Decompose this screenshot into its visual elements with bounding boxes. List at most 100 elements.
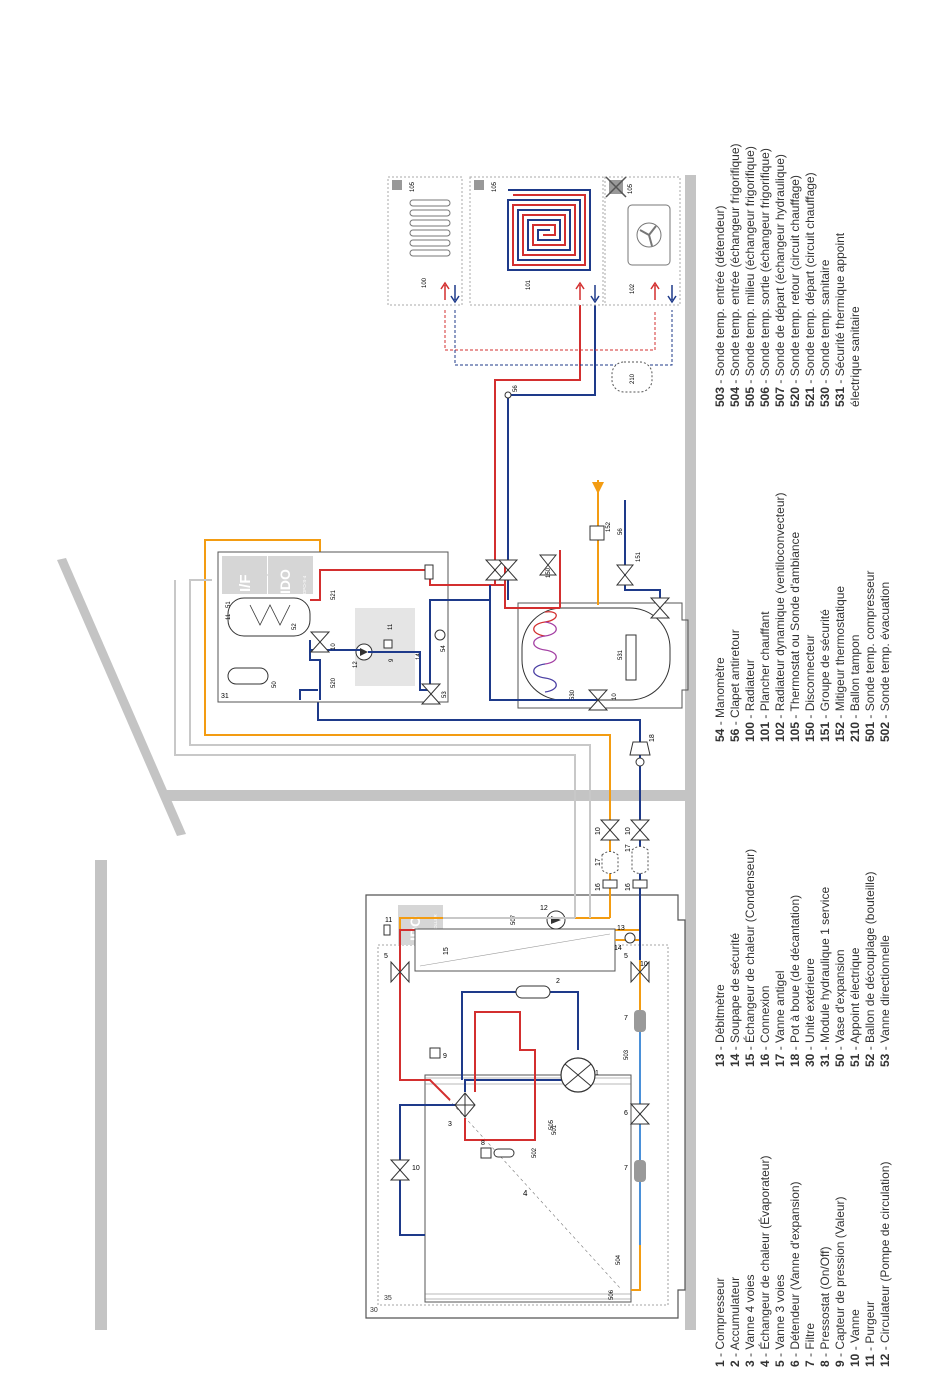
- fancoil-flow-dashed: [580, 310, 656, 351]
- filter-bottom: [634, 1160, 646, 1182]
- tag-53: 53: [442, 691, 448, 698]
- thermostat-icon-radiator: [392, 180, 402, 190]
- tag-12-outdoor: 12: [540, 905, 548, 912]
- expansion-vessel: [227, 667, 269, 685]
- indoor-module: 31 I/F IDO DPO-S-4 52 51 11 50 12 9 14 1…: [217, 551, 506, 705]
- dhw-tank: 531 530 10 152 56 150 151: [489, 480, 689, 711]
- legend-item: 506 - Sonde temp. sortie (échangeur frig…: [758, 148, 772, 407]
- pressure-sensor-indoor: [383, 639, 393, 649]
- floor-heating-room: 101 105: [469, 176, 604, 306]
- three-way-valve-left: [390, 960, 410, 984]
- connection-valves: [599, 819, 651, 889]
- tag-7-bottom: 7: [624, 1165, 628, 1172]
- evaporator: [424, 1074, 632, 1303]
- radiator-icon: [409, 199, 451, 257]
- legend-item: 101 - Plancher chauffant: [758, 611, 772, 742]
- tag-507: 507: [511, 914, 517, 925]
- tag-9-indoor: 9: [389, 658, 395, 662]
- legend-item: 11 - Purgeur: [863, 1300, 877, 1367]
- tag-506: 506: [609, 1289, 615, 1300]
- tag-150: 150: [546, 567, 552, 578]
- legend-item: 12 - Circulateur (Pompe de circulation): [878, 1161, 892, 1367]
- tag-30: 30: [370, 1307, 378, 1314]
- tag-10-indoor: 10: [331, 643, 337, 650]
- purger-outdoor: [383, 924, 391, 936]
- legend-item: 530 - Sonde temp. sanitaire: [818, 259, 832, 407]
- tag-520: 520: [331, 677, 337, 688]
- dhw-tank-frame: [517, 602, 689, 709]
- legend-item: 54 - Manomètre: [713, 657, 727, 742]
- ido-indoor-block: [268, 556, 313, 594]
- legend-col-2: 13 - Débitmètre 14 - Soupape de sécurité…: [713, 767, 893, 1067]
- tag-10-dhw: 10: [612, 693, 618, 700]
- signal-line-2: [174, 580, 576, 918]
- legend-item: 9 - Capteur de pression (Valeur): [833, 1196, 847, 1367]
- sludge-pot: [629, 741, 651, 767]
- tag-14-outdoor: 14: [614, 945, 622, 952]
- electric-backup-element: [625, 634, 637, 681]
- pump-icon-indoor: [355, 643, 373, 661]
- tag-8: 8: [481, 1140, 485, 1147]
- legend-col-3: 54 - Manomètre 56 - Clapet antiretour 10…: [713, 442, 893, 743]
- tag-7-top: 7: [624, 1015, 628, 1022]
- tag-52: 52: [292, 623, 298, 630]
- flow-meter: [624, 932, 636, 944]
- tag-151: 151: [636, 551, 642, 562]
- roof-line: [57, 558, 186, 836]
- tag-17-a: 17: [595, 858, 602, 866]
- legend-item: 505 - Sonde temp. milieu (échangeur frig…: [743, 146, 757, 407]
- safety-group: [615, 564, 635, 586]
- tag-152: 152: [606, 521, 612, 532]
- disconnector: [538, 554, 558, 576]
- wall-right: [685, 175, 696, 1330]
- legend-item: 152 - Mitigeur thermostatique: [833, 585, 847, 742]
- legend-item: 15 - Échangeur de chaleur (Condenseur): [743, 848, 757, 1067]
- legend-item: 105 - Thermostat ou Sonde d'ambiance: [788, 531, 802, 742]
- ido-indoor-label: IDO: [277, 569, 293, 594]
- tag-504: 504: [616, 1254, 622, 1265]
- thermostatic-mixer: [589, 525, 605, 541]
- tag-505: 505: [549, 1119, 555, 1130]
- floor-heating-coil-icon: [507, 189, 591, 271]
- tag-56-dhw: 56: [618, 528, 624, 535]
- tag-530: 530: [570, 689, 576, 700]
- refrigerant-line-suction: [461, 991, 516, 1080]
- sensor-connector: [424, 564, 434, 580]
- legend-item: 52 - Ballon de découplage (bouteille): [863, 871, 877, 1068]
- legend-item: 502 - Sonde temp. évacuation: [878, 581, 892, 742]
- tap-icon: [592, 482, 604, 494]
- pump-icon-outdoor: [546, 910, 566, 930]
- dhw-coil: [533, 611, 557, 693]
- tag-16-a: 16: [595, 883, 602, 891]
- glycol-flow-line: [204, 539, 611, 918]
- tag-210: 210: [630, 373, 636, 384]
- legend-item: 1 - Compresseur: [713, 1277, 727, 1367]
- legend-item: 151 - Groupe de sécurité: [818, 609, 832, 742]
- legend-item: 31 - Module hydraulique 1 service: [818, 886, 832, 1067]
- legend-item: 17 - Vanne antigel: [773, 970, 787, 1067]
- tag-10-a: 10: [412, 1165, 420, 1172]
- thermostat-icon-fancoil: [605, 176, 627, 198]
- legend-item: 4 - Échangeur de chaleur (Évaporateur): [758, 1155, 772, 1367]
- legend-item: 8 - Pressostat (On/Off): [818, 1246, 832, 1367]
- tag-16-b: 16: [625, 883, 632, 891]
- decoupling-bottle: [227, 597, 311, 637]
- legend-item: 14 - Soupape de sécurité: [728, 932, 742, 1067]
- filter-top: [634, 1010, 646, 1032]
- expansion-valve: [629, 1103, 651, 1125]
- ido-indoor-sub: DPO-S-4: [302, 575, 307, 594]
- four-way-valve: [454, 1092, 476, 1118]
- three-way-valve-right: [630, 960, 650, 984]
- tag-2: 2: [556, 978, 560, 985]
- refrigerant-hot-loop: [399, 1010, 451, 1101]
- outdoor-unit-frame: [365, 894, 686, 1319]
- refrigerant-line-hot-discharge: [464, 1011, 536, 1141]
- accumulator: [515, 985, 551, 999]
- legend-item: 520 - Sonde temp. retour (circuit chauff…: [788, 175, 802, 407]
- legend-item: 210 - Ballon tampon: [848, 634, 862, 742]
- tag-102: 102: [630, 283, 636, 294]
- radiator-flow-dashed: [444, 310, 580, 351]
- legend-item: 507 - Sonde de départ (échangeur hydraul…: [773, 154, 787, 407]
- heating-return-line: [507, 300, 596, 600]
